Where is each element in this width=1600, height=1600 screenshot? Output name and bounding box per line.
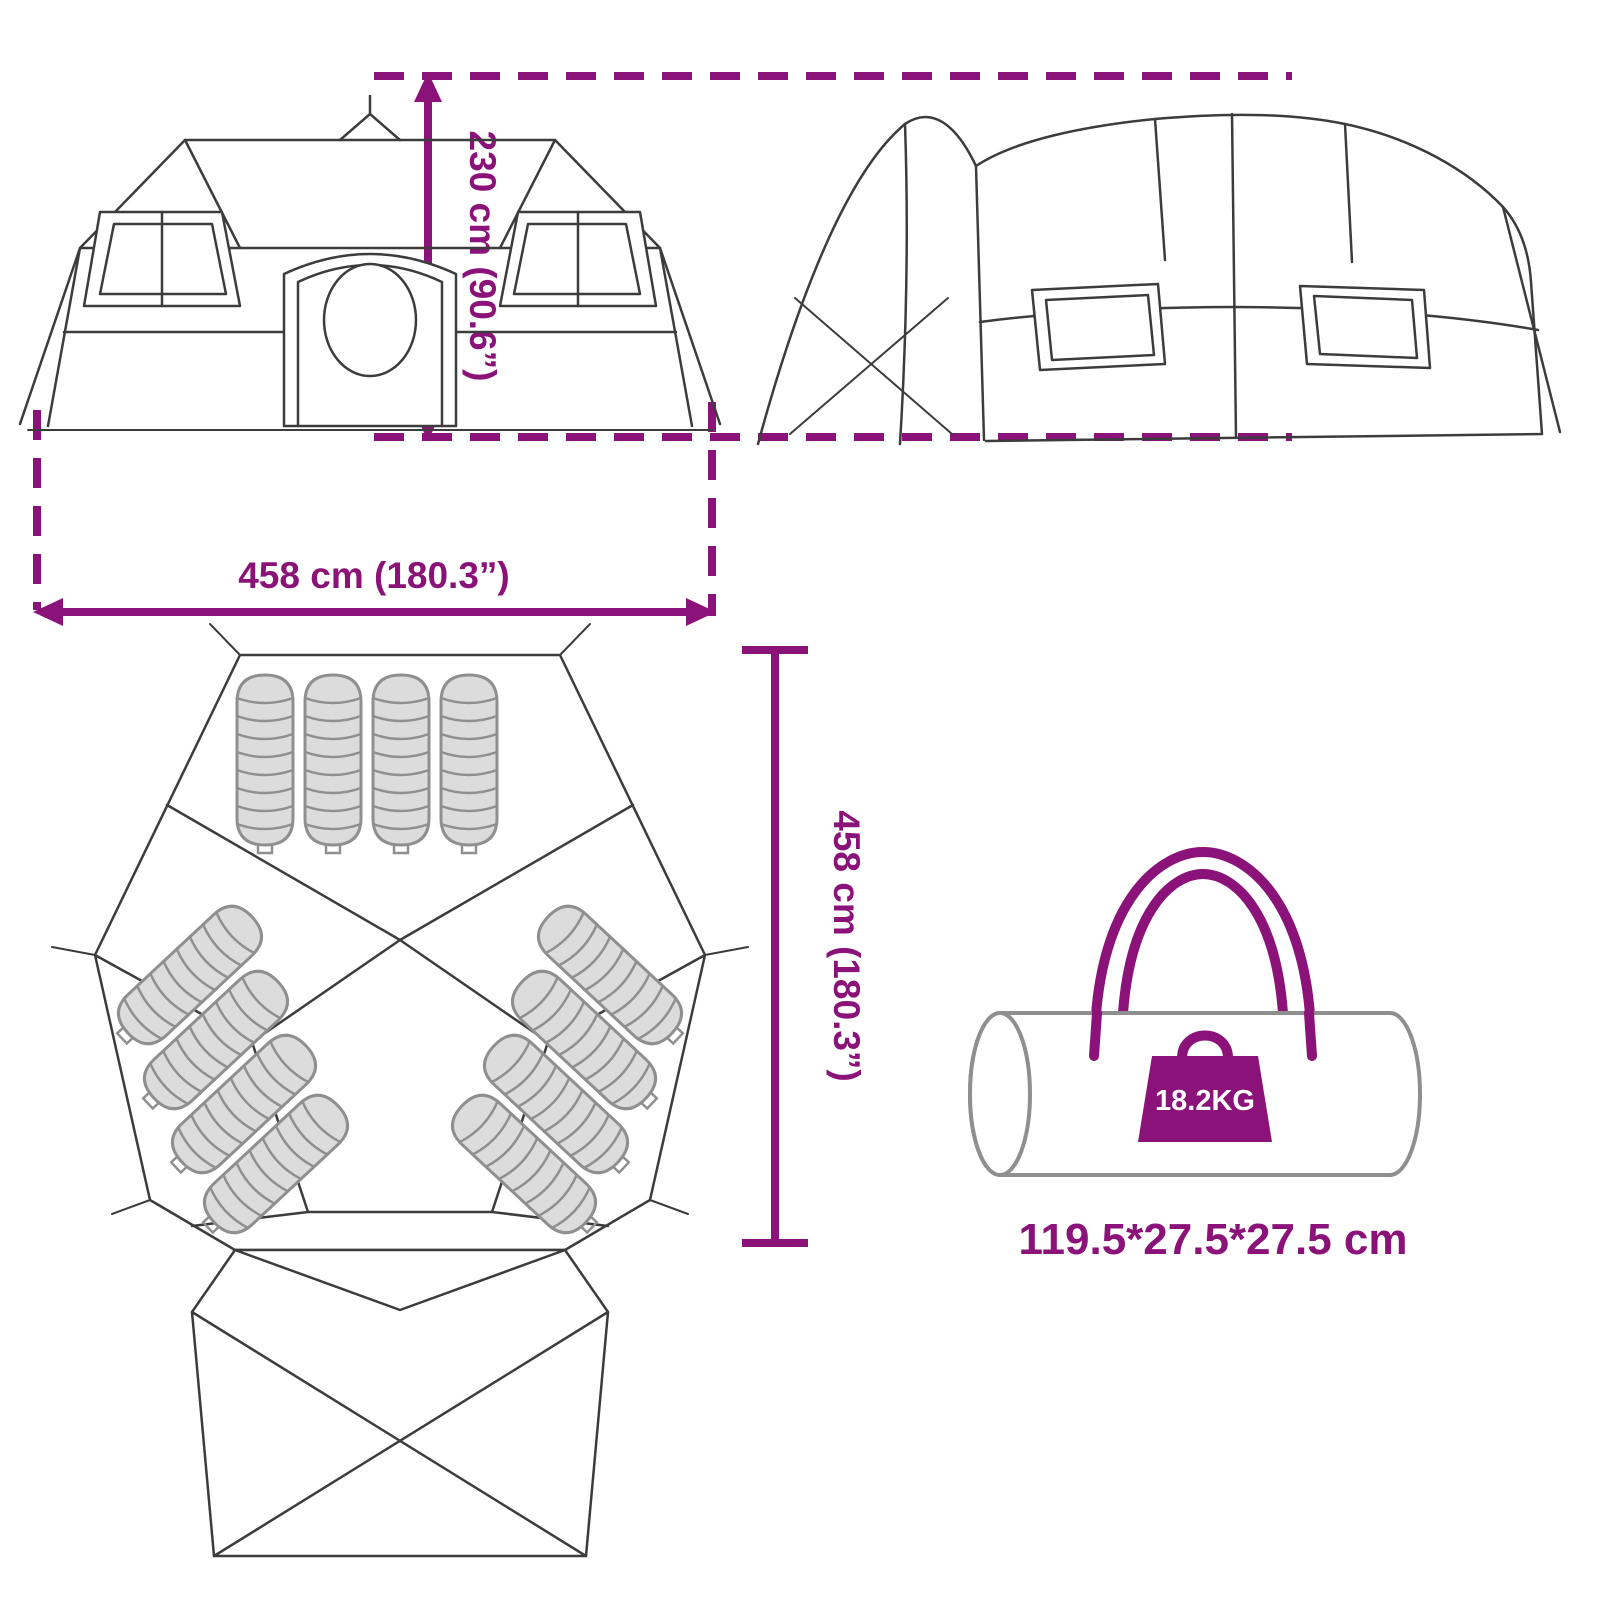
tent-front-view-drawing — [18, 94, 722, 431]
side-front-pole — [974, 164, 986, 442]
side-roof-ridge-right — [1343, 122, 1354, 264]
weight-badge-body — [1138, 1056, 1272, 1142]
width-dimension: 458 cm (180.3”) — [33, 555, 716, 626]
height-dimension-label: 230 cm (90.6”) — [462, 131, 503, 382]
front-guy-line-right — [658, 246, 722, 426]
porch-guy-cross-1 — [794, 297, 953, 435]
width-arrow-left-icon — [33, 598, 63, 626]
front-guy-line-left — [18, 246, 82, 426]
width-arrow-right-icon — [686, 598, 716, 626]
weight-badge-handle — [1177, 1030, 1233, 1063]
porch-flap-edge — [898, 122, 909, 446]
tent-side-view-drawing — [756, 112, 1562, 446]
carry-bag-handle-outer — [1090, 846, 1316, 1037]
front-window-right-inner — [512, 222, 642, 296]
side-roof-ridge-left — [1153, 117, 1167, 262]
depth-dimension-label: 458 cm (180.3”) — [826, 810, 867, 1082]
dimension-guides — [33, 72, 1292, 616]
front-apex-peak — [338, 94, 402, 142]
porch-guy-cross-2 — [789, 297, 949, 435]
side-window-1-inner — [1044, 293, 1156, 362]
side-guy-line-right — [1501, 205, 1562, 434]
sleeping-bag-icon — [303, 673, 363, 855]
side-outline — [974, 113, 1544, 443]
plan-vestibule-cross-1 — [190, 1310, 588, 1558]
side-center-pole — [1230, 112, 1238, 440]
plan-center-pentagon — [250, 938, 550, 1214]
sleeping-bag-icon — [371, 673, 431, 855]
height-arrow-up-icon — [414, 72, 442, 102]
front-roof-panel-left — [183, 138, 242, 250]
side-window-2-inner — [1312, 294, 1419, 360]
plan-tie-out-lines — [51, 623, 749, 1215]
plan-vestibule — [190, 1248, 610, 1558]
carry-bag-size-label: 119.5*27.5*27.5 cm — [1018, 1215, 1407, 1264]
porch-left-edge — [756, 122, 907, 446]
width-dimension-label: 458 cm (180.3”) — [238, 555, 510, 596]
carry-bag-icon: 18.2KG 119.5*27.5*27.5 cm — [968, 846, 1422, 1264]
weight-label: 18.2KG — [1155, 1085, 1255, 1117]
front-outline — [46, 138, 694, 428]
front-window-left-inner — [98, 222, 228, 296]
plan-vestibule-cross-2 — [212, 1310, 610, 1558]
carry-bag-strap-right — [1304, 1008, 1317, 1061]
carry-bag-end-cap — [968, 1011, 1032, 1177]
plan-vestibule-peak — [233, 1248, 567, 1312]
weight-badge-icon: 18.2KG — [1138, 1030, 1272, 1142]
sleeping-bag-icon — [439, 673, 499, 855]
porch-top-edge — [903, 115, 978, 168]
front-roof-panel-right — [498, 138, 557, 250]
side-window-1 — [1030, 282, 1167, 372]
side-window-2 — [1298, 284, 1432, 370]
carry-bag-handle-inner — [1117, 868, 1289, 1037]
sleeping-bag-icon — [235, 673, 295, 855]
carry-bag-strap-left — [1089, 1008, 1102, 1061]
tent-floor-plan-drawing — [51, 623, 749, 1558]
depth-dimension: 458 cm (180.3”) — [742, 646, 867, 1247]
front-door-window — [322, 262, 418, 378]
